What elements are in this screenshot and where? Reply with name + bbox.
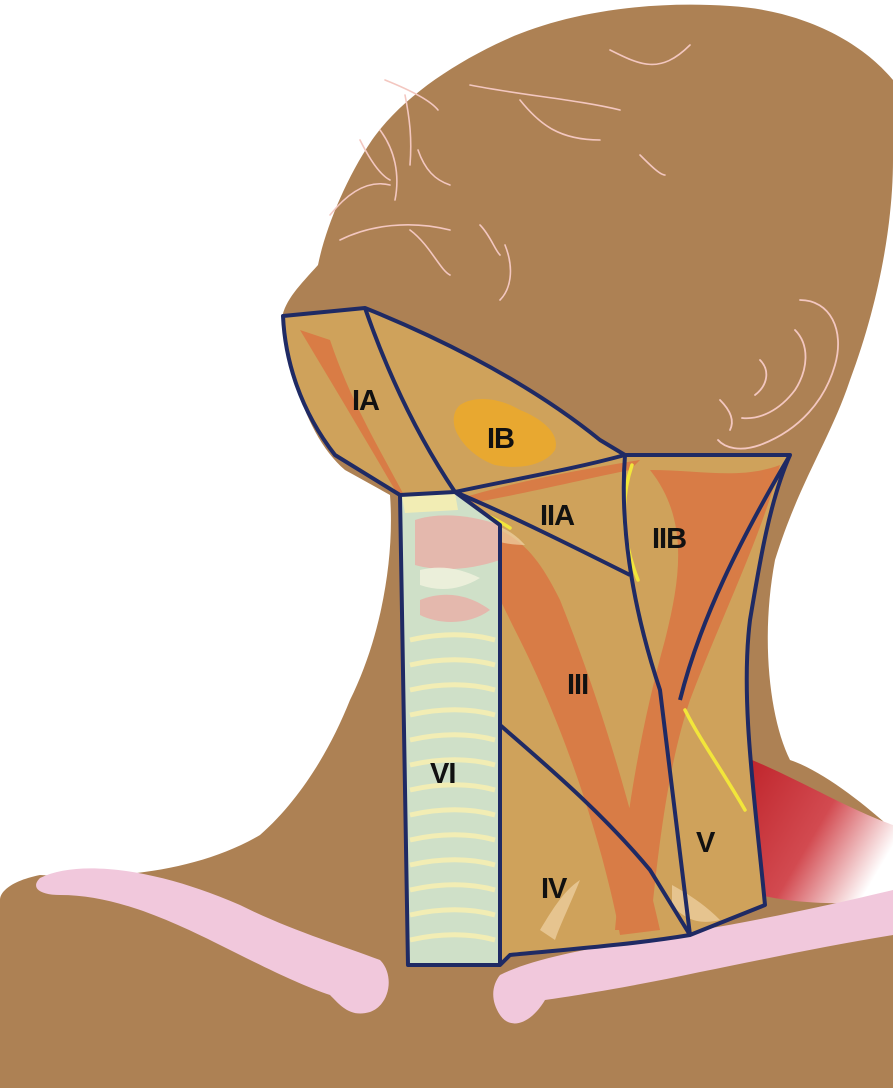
label-level-iia: IIA xyxy=(540,500,575,532)
label-level-v: V xyxy=(696,827,716,859)
label-level-iib: IIB xyxy=(652,523,686,555)
label-level-ia: IA xyxy=(352,385,380,417)
trachea xyxy=(400,492,500,965)
label-level-ib: IB xyxy=(487,423,514,455)
label-level-iii: III xyxy=(567,669,588,701)
label-level-iv: IV xyxy=(541,873,568,905)
label-level-vi: VI xyxy=(430,758,455,790)
